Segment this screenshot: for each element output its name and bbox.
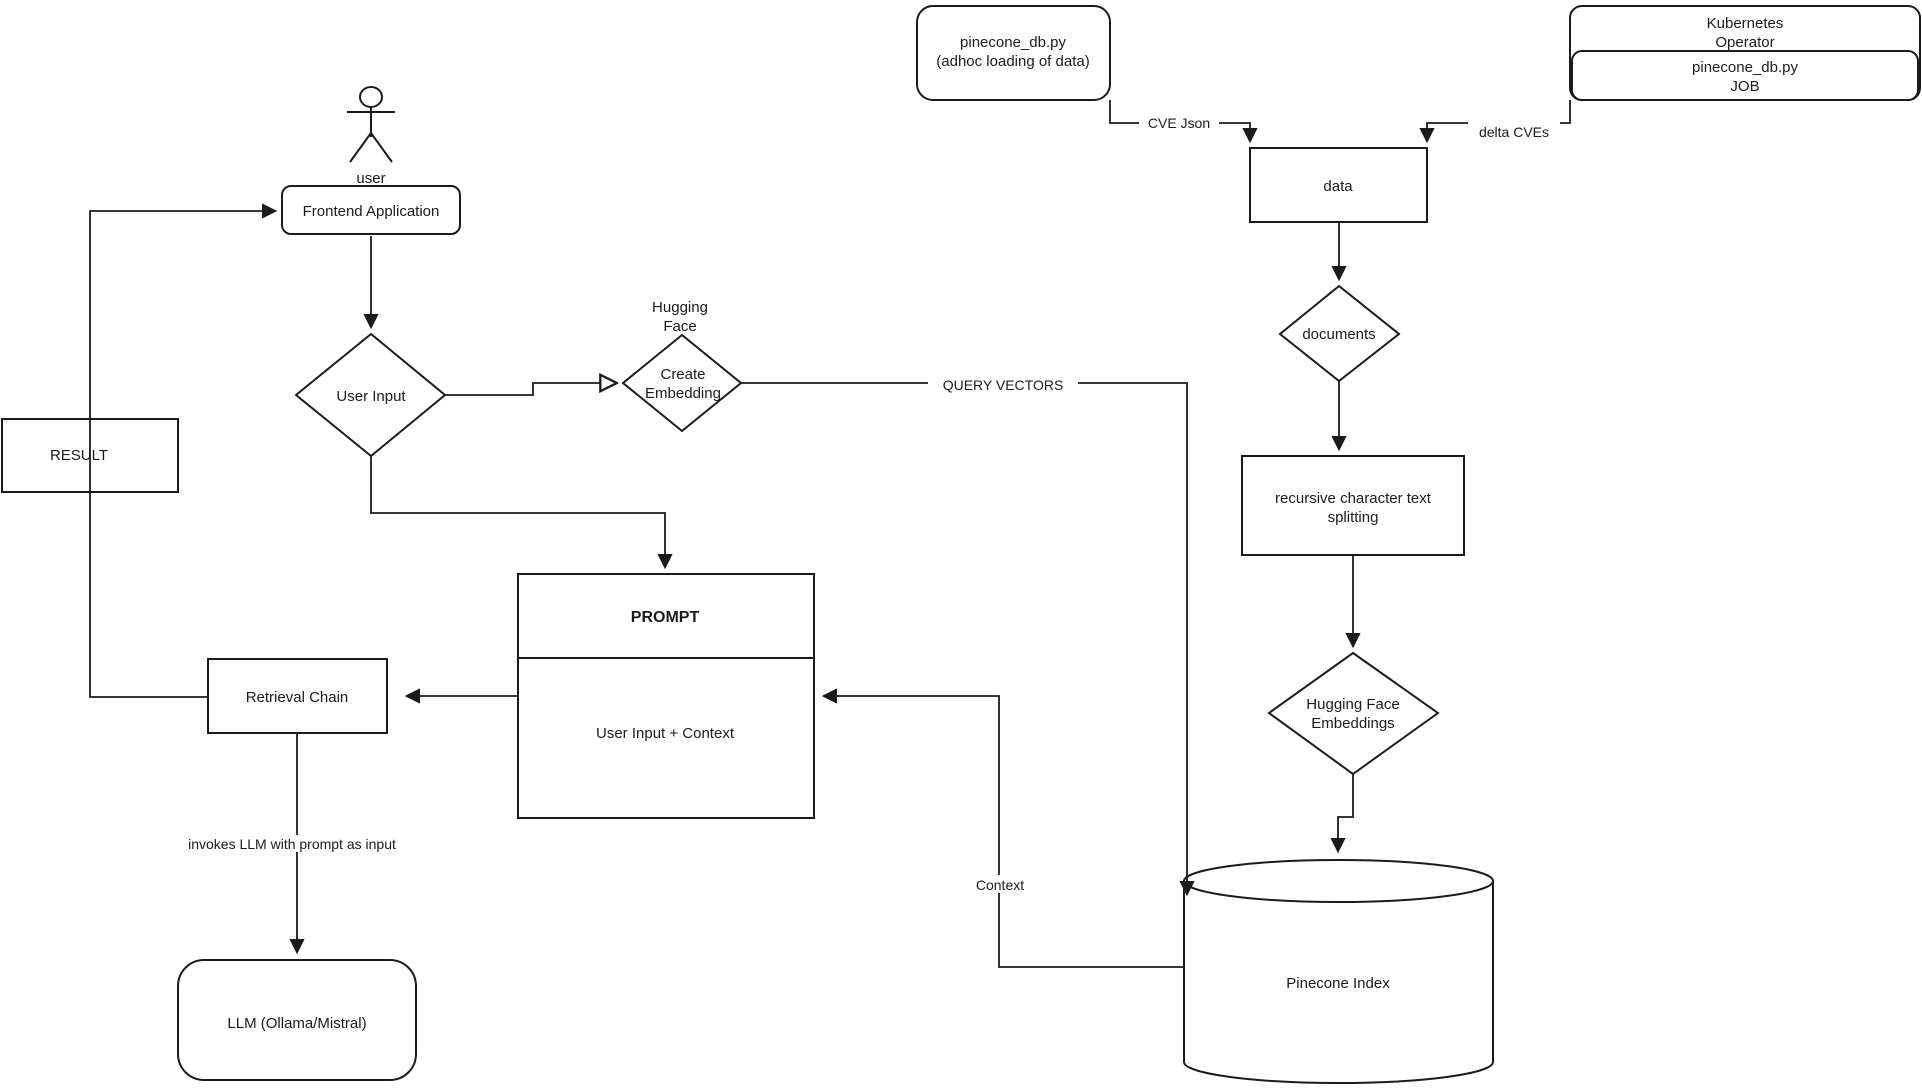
- pinecone-job-label-line2: JOB: [1730, 78, 1759, 95]
- recursive-split-node: [1241, 455, 1465, 556]
- kubernetes-operator-label-line2: Operator: [1715, 34, 1774, 51]
- svg-text:CVE Json: CVE Json: [1148, 115, 1210, 131]
- edge-retrievalchain-to-frontend: [89, 203, 278, 698]
- llm-label: LLM (Ollama/Mistral): [227, 1015, 366, 1032]
- edge-label-cve-json: CVE Json: [1139, 114, 1219, 131]
- edge-label-delta-cves: delta CVEs: [1468, 122, 1560, 140]
- hugging-face-caption-line2: Face: [663, 318, 696, 335]
- prompt-body: User Input + Context: [596, 725, 735, 742]
- pinecone-job-label-line1: pinecone_db.py: [1692, 59, 1798, 76]
- kubernetes-operator-label-line1: Kubernetes: [1707, 15, 1784, 32]
- user-actor-icon: [347, 86, 395, 163]
- documents-label: documents: [1302, 326, 1375, 343]
- result-label: RESULT: [50, 447, 108, 464]
- recursive-split-label-line1: recursive character text: [1275, 490, 1432, 507]
- create-embedding-label-line2: Embedding: [645, 385, 721, 402]
- retrieval-chain-node: [207, 658, 388, 734]
- edge-label-context: Context: [969, 875, 1032, 893]
- create-embedding-node: [621, 333, 743, 433]
- pinecone-loader-label-line2: (adhoc loading of data): [936, 53, 1089, 70]
- prompt-title: PROMPT: [631, 609, 700, 626]
- svg-text:Context: Context: [976, 877, 1024, 893]
- edge-hf-to-pinecone: [1330, 774, 1354, 854]
- data-node: [1249, 147, 1428, 223]
- pinecone-index-label: Pinecone Index: [1286, 975, 1390, 992]
- data-label: data: [1323, 178, 1353, 195]
- edge-userinput-to-createembedding: [445, 383, 616, 396]
- recursive-split-label-line2: splitting: [1328, 509, 1379, 526]
- frontend-application-node: [281, 185, 461, 235]
- hf-embeddings-node: [1267, 651, 1440, 776]
- pinecone-loader-node: [916, 5, 1111, 101]
- pinecone-job-node: [1571, 50, 1919, 101]
- llm-node: [177, 959, 417, 1081]
- frontend-application-label: Frontend Application: [303, 203, 440, 220]
- create-embedding-label-line1: Create: [660, 366, 705, 383]
- user-actor-label: user: [356, 170, 385, 187]
- user-input-label: User Input: [336, 388, 406, 405]
- svg-text:QUERY VECTORS: QUERY VECTORS: [943, 377, 1064, 393]
- hf-embeddings-label-line1: Hugging Face: [1306, 696, 1399, 713]
- pinecone-loader-label-line1: pinecone_db.py: [960, 34, 1066, 51]
- edge-userinput-to-prompt: [370, 456, 673, 570]
- hugging-face-caption-line1: Hugging: [652, 299, 708, 316]
- svg-text:delta CVEs: delta CVEs: [1479, 124, 1549, 140]
- edge-label-query-vectors: QUERY VECTORS: [928, 376, 1078, 393]
- edge-label-invokes-llm: invokes LLM with prompt as input: [166, 835, 418, 852]
- hf-embeddings-label-line2: Embeddings: [1311, 715, 1394, 732]
- retrieval-chain-label: Retrieval Chain: [246, 689, 349, 706]
- prompt-node: [517, 573, 815, 819]
- edge-context: [821, 688, 1184, 968]
- svg-text:invokes LLM with prompt as inp: invokes LLM with prompt as input: [188, 836, 396, 852]
- pinecone-index-node: [1183, 859, 1494, 1084]
- edge-query-vectors: [741, 382, 1195, 897]
